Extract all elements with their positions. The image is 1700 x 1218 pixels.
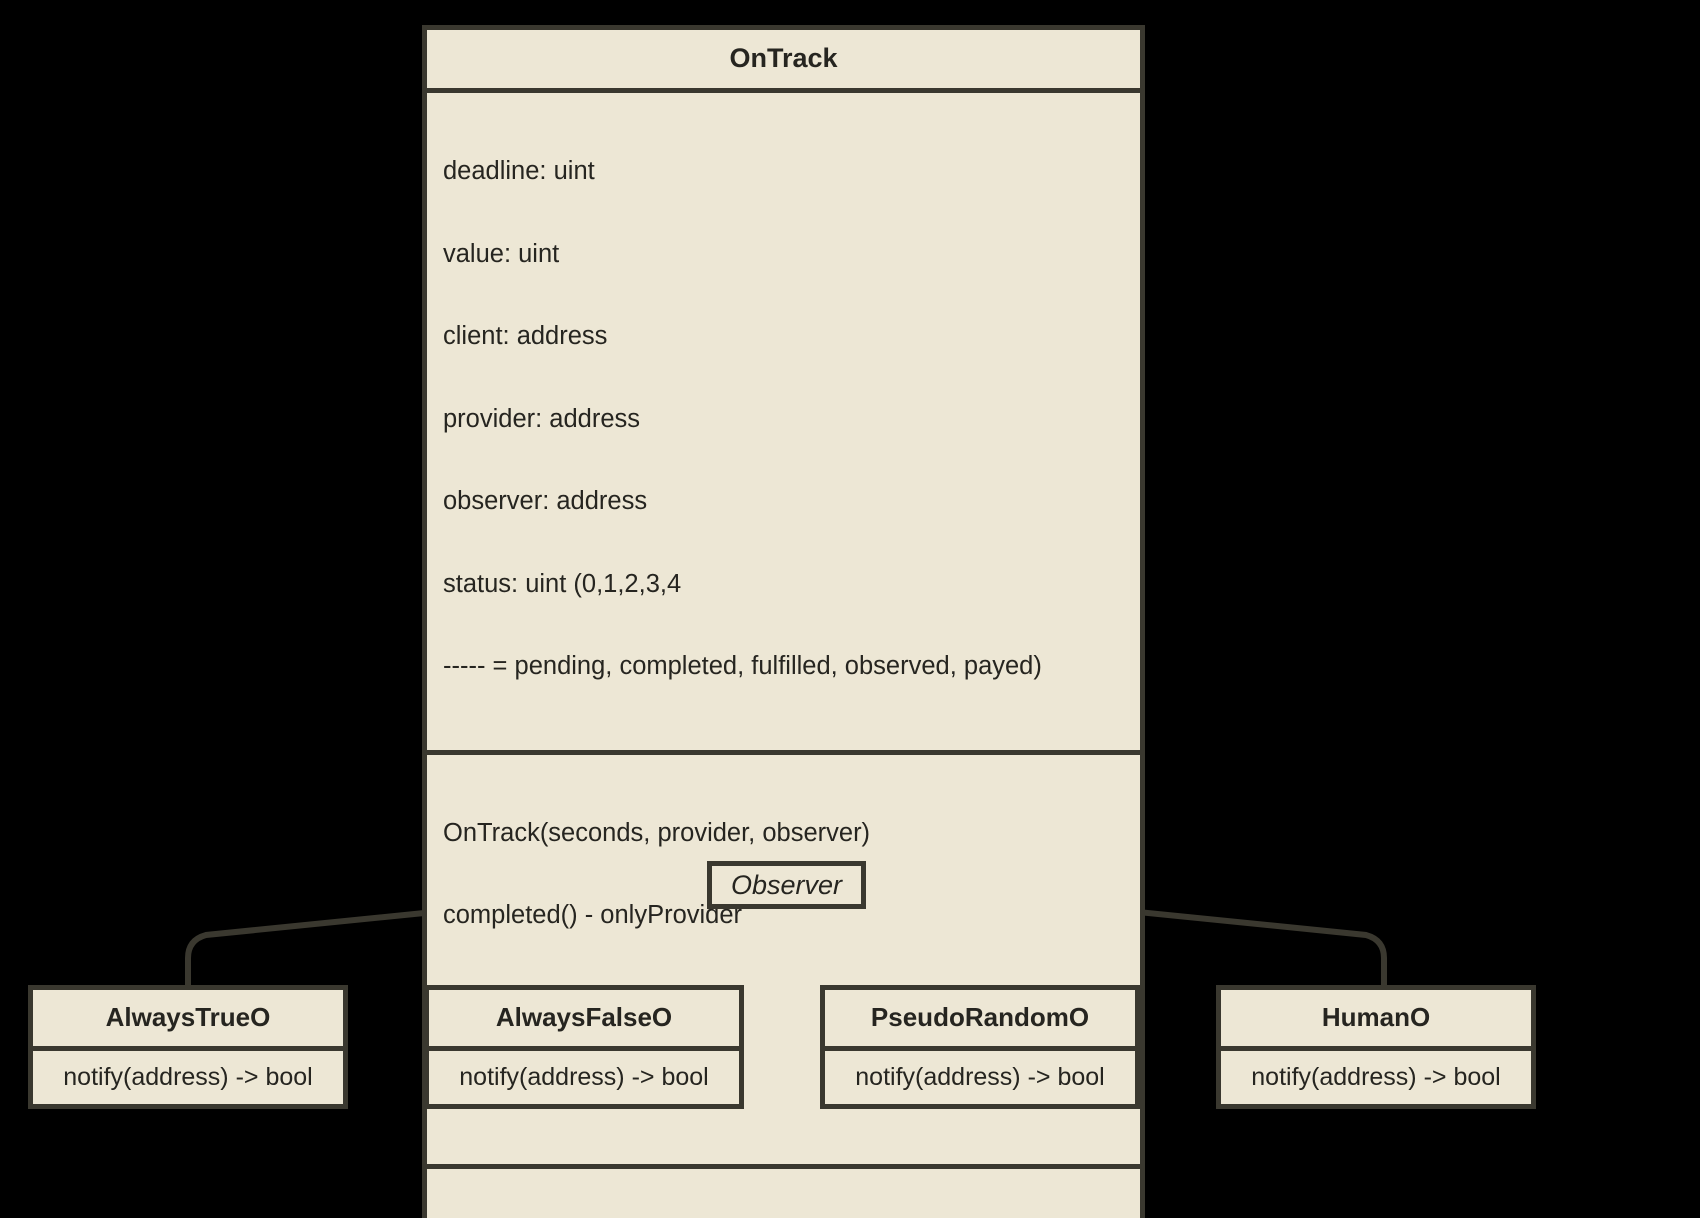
class-title-alwaystrueo: AlwaysTrueO (105, 1002, 271, 1032)
internal-methods-compartment: observe() - internal payup() - internal (427, 1163, 1140, 1218)
class-box-humano[interactable]: HumanO notify(address) -> bool (1216, 985, 1536, 1109)
method-row: OnTrack(seconds, provider, observer) (443, 818, 871, 847)
attribute-row: provider: address (443, 404, 641, 433)
attribute-row: status: uint (0,1,2,3,4 (443, 569, 682, 598)
method-row-pseudorandomo: notify(address) -> bool (825, 1046, 1135, 1104)
method-row-alwaystrueo: notify(address) -> bool (33, 1046, 343, 1104)
class-box-alwaysfalseo[interactable]: AlwaysFalseO notify(address) -> bool (424, 985, 744, 1109)
interface-title-observer: Observer (730, 870, 843, 900)
class-title-humano: HumanO (1321, 1002, 1431, 1032)
attribute-row: value: uint (443, 239, 560, 268)
class-title-pseudorandomo: PseudoRandomO (870, 1002, 1090, 1032)
method-row-humano: notify(address) -> bool (1221, 1046, 1531, 1104)
attribute-row: client: address (443, 322, 608, 350)
class-box-alwaystrueo[interactable]: AlwaysTrueO notify(address) -> bool (28, 985, 348, 1109)
class-title-ontrack: OnTrack (729, 43, 838, 73)
class-box-pseudorandomo[interactable]: PseudoRandomO notify(address) -> bool (820, 985, 1140, 1109)
class-title-alwaysfalseo: AlwaysFalseO (495, 1002, 673, 1032)
attribute-row: ----- = pending, completed, fulfilled, o… (443, 652, 1042, 680)
interface-box-observer[interactable]: Observer (707, 861, 866, 909)
attribute-row: observer: address (443, 487, 648, 515)
attribute-row: deadline: uint (443, 157, 595, 185)
attributes-compartment: deadline: uint value: uint client: addre… (427, 88, 1140, 750)
method-row: completed() - onlyProvider (443, 901, 743, 929)
method-row-alwaysfalseo: notify(address) -> bool (429, 1046, 739, 1104)
